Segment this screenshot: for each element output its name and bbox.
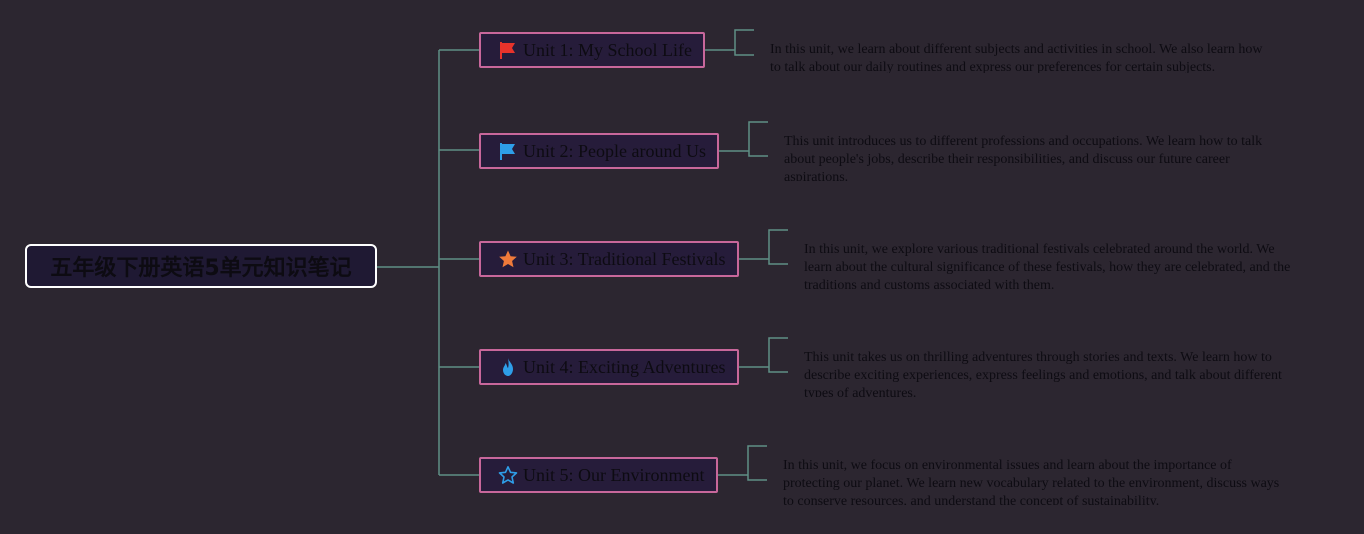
topic-unit-4[interactable]: Unit 4: Exciting Adventures bbox=[479, 349, 739, 385]
unit-5-description: In this unit, we focus on environmental … bbox=[783, 458, 1280, 505]
unit-3-description: In this unit, we explore various traditi… bbox=[804, 242, 1291, 289]
topic-unit-2[interactable]: Unit 2: People around Us bbox=[479, 133, 719, 169]
topic-unit-3[interactable]: Unit 3: Traditional Festivals bbox=[479, 241, 739, 277]
root-topic-label: 五年级下册英语5单元知识笔记 bbox=[50, 256, 352, 281]
unit-title: Unit 3: Traditional Festivals bbox=[523, 248, 726, 269]
topic-unit-5[interactable]: Unit 5: Our Environment bbox=[479, 457, 718, 493]
unit-title: Unit 4: Exciting Adventures bbox=[523, 356, 726, 377]
flame-icon bbox=[497, 356, 519, 378]
bracket-unit-3 bbox=[739, 229, 788, 265]
blue-flag-icon bbox=[497, 140, 519, 162]
unit-2-description: This unit introduces us to different pro… bbox=[784, 134, 1263, 181]
unit-title: Unit 1: My School Life bbox=[523, 39, 692, 60]
unit-title: Unit 2: People around Us bbox=[523, 140, 706, 161]
unit-4-description: This unit takes us on thrilling adventur… bbox=[804, 350, 1282, 397]
orange-star-icon bbox=[497, 248, 519, 270]
bracket-unit-4 bbox=[739, 337, 788, 373]
star-outline-icon bbox=[497, 464, 519, 486]
topic-unit-1[interactable]: Unit 1: My School Life bbox=[479, 32, 705, 68]
bracket-unit-2 bbox=[719, 121, 768, 157]
unit-1-description: In this unit, we learn about different s… bbox=[770, 42, 1263, 73]
bracket-unit-1 bbox=[705, 29, 754, 56]
bracket-unit-5 bbox=[718, 445, 767, 481]
red-flag-icon bbox=[497, 39, 519, 61]
root-topic[interactable]: 五年级下册英语5单元知识笔记 bbox=[25, 244, 377, 288]
unit-title: Unit 5: Our Environment bbox=[523, 464, 705, 485]
